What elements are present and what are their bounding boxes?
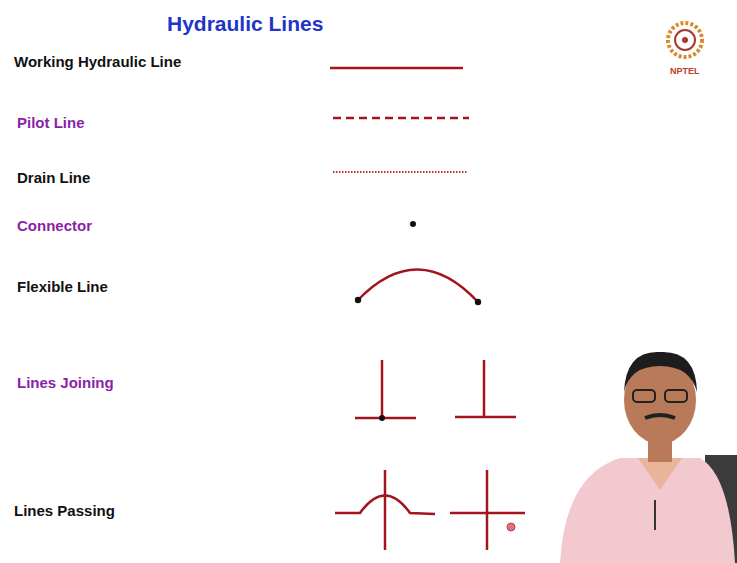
- symbol-label: Pilot Line: [17, 114, 85, 131]
- slide-title: Hydraulic Lines: [167, 12, 323, 36]
- flexible-line-symbol: [355, 269, 481, 305]
- presenter-figure: [560, 352, 737, 563]
- symbol-label: Flexible Line: [17, 278, 108, 295]
- symbol-label: Lines Joining: [17, 374, 114, 391]
- lines-joining-symbol: [355, 360, 516, 418]
- working-line-symbol: [330, 67, 463, 70]
- pilot-line-symbol: [333, 117, 469, 120]
- lines-passing-symbol: [335, 470, 525, 550]
- connector-symbol: [410, 221, 416, 227]
- pointer-dot: [507, 523, 515, 531]
- symbol-label: Lines Passing: [14, 502, 115, 519]
- nptel-logo: [668, 23, 702, 57]
- symbol-label: Connector: [17, 217, 92, 234]
- drain-line-symbol: [333, 171, 467, 173]
- junction-dot: [379, 415, 385, 421]
- symbol-label: Working Hydraulic Line: [14, 53, 181, 70]
- symbol-label: Drain Line: [17, 169, 90, 186]
- logo-text: NPTEL: [670, 66, 700, 76]
